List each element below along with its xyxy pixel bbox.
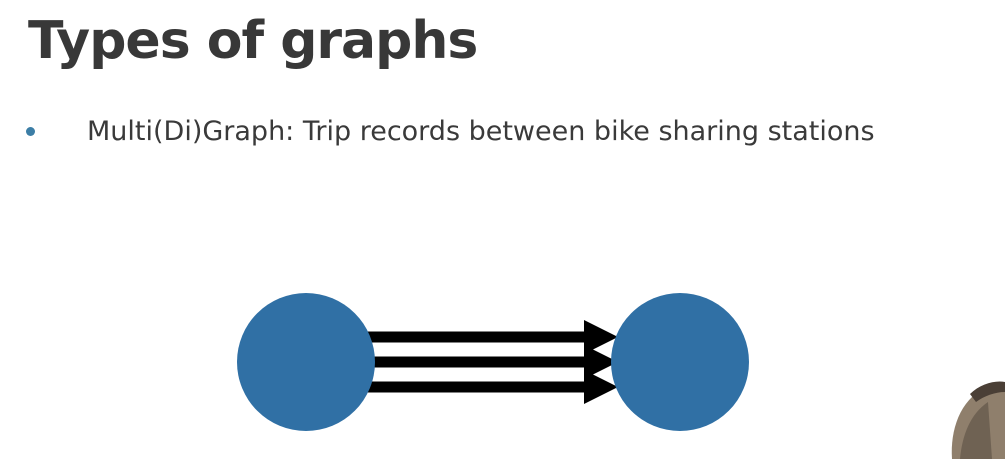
edge-arrow xyxy=(366,345,618,379)
bullet-dot-icon xyxy=(26,126,35,136)
nodes-layer xyxy=(237,293,749,431)
slide-title: Types of graphs xyxy=(28,11,478,71)
presenter-shadow xyxy=(960,402,992,459)
arrowhead-icon xyxy=(584,320,618,354)
edges-layer xyxy=(366,320,618,404)
presenter-hair xyxy=(970,381,1005,402)
arrowhead-icon xyxy=(584,345,618,379)
edge-arrow xyxy=(366,320,618,354)
graph-node xyxy=(611,293,749,431)
presenter-figure xyxy=(951,381,1005,459)
arrowhead-icon xyxy=(584,370,618,404)
edge-arrow xyxy=(366,370,618,404)
bullet-item: Multi(Di)Graph: Trip records between bik… xyxy=(26,108,875,154)
graph-node xyxy=(237,293,375,431)
bullet-text: Multi(Di)Graph: Trip records between bik… xyxy=(87,115,875,147)
